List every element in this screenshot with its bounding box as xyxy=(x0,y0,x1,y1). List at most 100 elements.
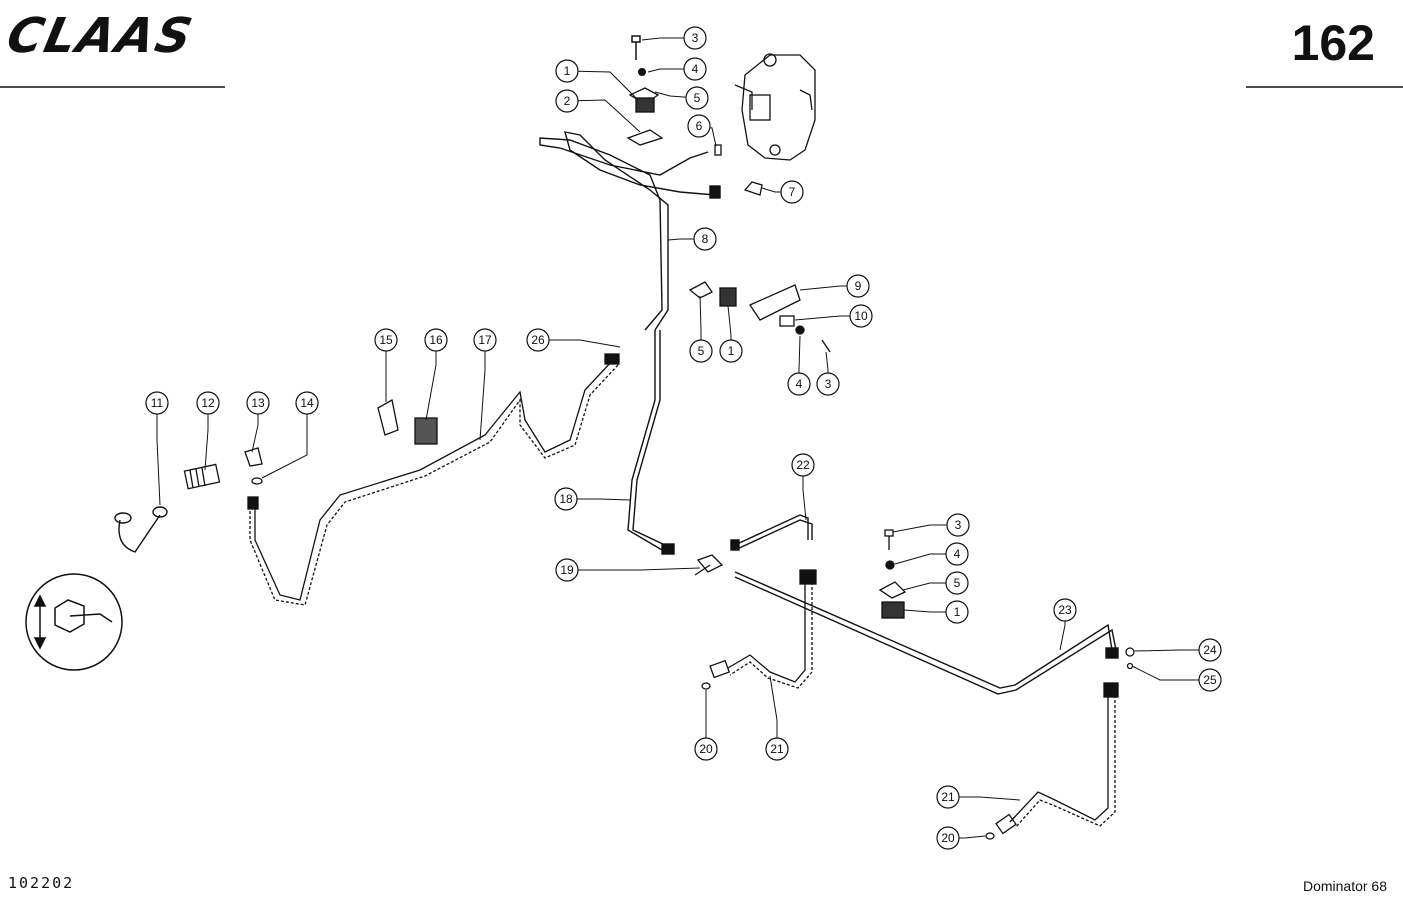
page-number: 162 xyxy=(1291,15,1375,71)
callout-circle xyxy=(555,558,579,582)
callout-label-12: 12 xyxy=(201,396,215,410)
callout-circle xyxy=(374,328,398,352)
leader-line xyxy=(479,340,486,441)
callout-label-16: 16 xyxy=(429,333,443,347)
callout-circle xyxy=(849,304,873,328)
leader-line xyxy=(538,339,621,348)
callout-circle xyxy=(473,328,497,352)
callout-circle xyxy=(145,391,169,415)
callout-circle xyxy=(787,372,811,396)
callout-circle xyxy=(1198,668,1222,692)
bolt-part xyxy=(631,35,641,60)
callout-label-4: 4 xyxy=(692,62,699,76)
cap-11 xyxy=(114,506,168,553)
callout-label-1: 1 xyxy=(564,64,571,78)
callout-circle xyxy=(246,391,270,415)
callout-circle xyxy=(936,826,960,850)
bracket-9 xyxy=(688,281,831,353)
hose-21-bottom xyxy=(985,682,1119,840)
callout-label-7: 7 xyxy=(789,185,796,199)
callout-circle xyxy=(295,391,319,415)
pipe-18 xyxy=(627,330,675,555)
callout-label-21: 21 xyxy=(941,790,955,804)
callout-circle xyxy=(719,339,743,363)
callout-label-15: 15 xyxy=(379,333,393,347)
leader-line xyxy=(567,567,701,571)
callout-circle xyxy=(687,114,711,138)
hardware-group-lower xyxy=(878,529,1135,670)
callout-label-4: 4 xyxy=(954,547,961,561)
brand-logo: CLAAS xyxy=(2,8,199,64)
valve-block-part xyxy=(734,53,816,161)
callout-label-26: 26 xyxy=(531,333,545,347)
callout-circle xyxy=(936,785,960,809)
callout-circle xyxy=(526,328,550,352)
nut-part xyxy=(638,68,646,76)
callout-circle xyxy=(685,86,709,110)
callout-circle xyxy=(780,180,804,204)
callout-circle xyxy=(945,571,969,595)
callout-circle xyxy=(555,59,579,83)
leader-line xyxy=(261,403,308,479)
callout-circle xyxy=(1198,638,1222,662)
callout-label-13: 13 xyxy=(251,396,265,410)
callout-label-24: 24 xyxy=(1203,643,1217,657)
callout-label-18: 18 xyxy=(559,492,573,506)
leader-line xyxy=(566,99,641,133)
leader-line xyxy=(156,403,161,506)
pipe-23 xyxy=(734,571,1119,695)
callout-circle xyxy=(945,600,969,624)
leader-line xyxy=(566,70,639,101)
callout-label-5: 5 xyxy=(698,344,705,358)
callout-circle xyxy=(683,26,707,50)
callout-circle xyxy=(946,513,970,537)
callout-label-19: 19 xyxy=(560,563,574,577)
callout-label-1: 1 xyxy=(728,344,735,358)
callout-label-10: 10 xyxy=(854,309,868,323)
callout-label-25: 25 xyxy=(1203,673,1217,687)
hose-17 xyxy=(247,353,620,606)
callout-circle xyxy=(424,328,448,352)
tee-19 xyxy=(694,554,724,576)
callout-label-20: 20 xyxy=(699,742,713,756)
callout-circle xyxy=(846,274,870,298)
callout-label-1: 1 xyxy=(954,605,961,619)
callout-circle xyxy=(555,89,579,113)
callout-label-23: 23 xyxy=(1058,603,1072,617)
callout-label-4: 4 xyxy=(796,377,803,391)
clamp-bracket-part xyxy=(626,87,664,146)
callout-label-2: 2 xyxy=(564,94,571,108)
callout-circle xyxy=(693,227,717,251)
callout-label-11: 11 xyxy=(151,396,164,410)
callout-circle xyxy=(765,737,789,761)
callout-circle xyxy=(945,542,969,566)
callout-label-3: 3 xyxy=(692,31,699,45)
callout-label-20: 20 xyxy=(941,831,955,845)
callout-label-8: 8 xyxy=(702,232,709,246)
model-name: Dominator 68 xyxy=(1302,878,1387,894)
pipe-22 xyxy=(730,514,813,551)
leader-line xyxy=(641,37,695,41)
callout-label-6: 6 xyxy=(696,119,703,133)
leader-line xyxy=(1131,665,1210,681)
callout-label-17: 17 xyxy=(478,333,492,347)
callout-label-3: 3 xyxy=(825,377,832,391)
callout-label-14: 14 xyxy=(300,396,314,410)
callout-label-3: 3 xyxy=(955,518,962,532)
leader-line xyxy=(425,340,437,421)
pipe-8 xyxy=(539,131,721,331)
elbow-13 xyxy=(244,447,263,467)
callout-circle xyxy=(689,339,713,363)
hose-21-middle xyxy=(701,569,817,690)
callout-circle xyxy=(554,487,578,511)
callout-circle xyxy=(683,57,707,81)
callout-label-5: 5 xyxy=(694,91,701,105)
seal-14 xyxy=(251,477,263,485)
callout-label-21: 21 xyxy=(770,742,784,756)
callout-circle xyxy=(1053,598,1077,622)
fitting-part xyxy=(714,144,763,196)
callout-circle xyxy=(816,372,840,396)
lift-symbol-icon xyxy=(25,573,123,671)
callout-circle xyxy=(694,737,718,761)
callout-circle xyxy=(196,391,220,415)
